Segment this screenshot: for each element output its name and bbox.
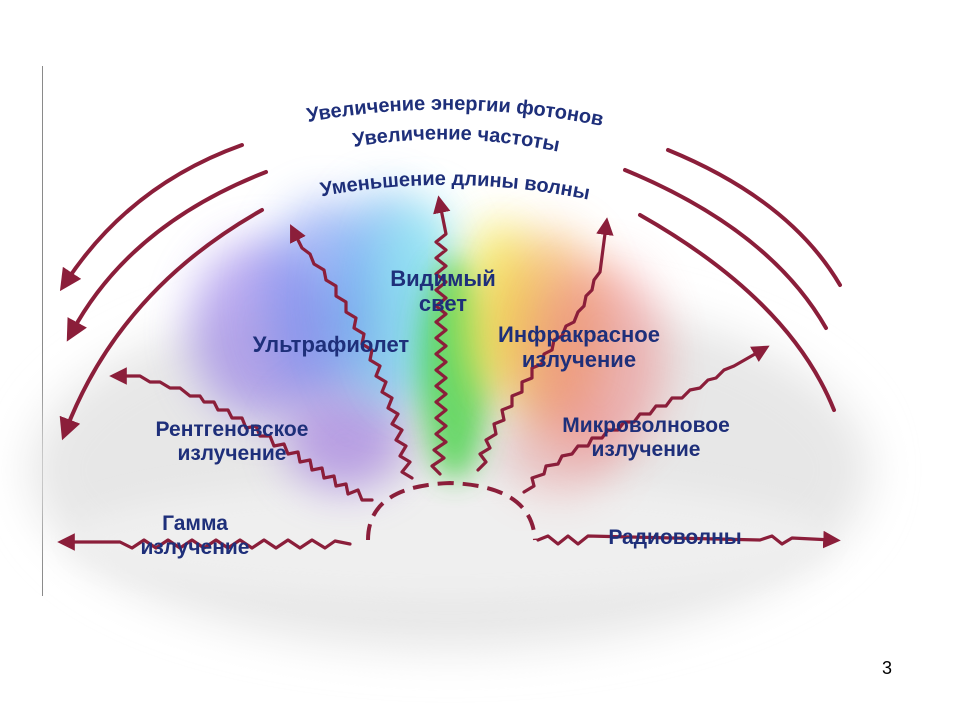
ray-microwave-icon	[522, 345, 770, 494]
spectrum-glow	[190, 190, 665, 495]
left-rule	[42, 66, 43, 596]
arc-arrow-right-3	[638, 213, 836, 412]
arc-label-wavelength: Уменьшение длины волны	[319, 168, 592, 205]
label-infrared-line1: Инфракрасное	[498, 322, 660, 347]
label-radio: Радиоволны	[582, 526, 768, 550]
ray-infrared-icon	[476, 217, 614, 472]
arc-arrow-left-1	[59, 143, 244, 292]
label-radio-line1: Радиоволны	[608, 526, 742, 549]
label-xray: Рентгеновское излучение	[118, 418, 346, 466]
label-microwave: Микроволновое излучение	[520, 414, 772, 462]
ray-uv-icon	[290, 224, 414, 480]
arc-arrow-left-2	[66, 170, 268, 342]
ray-visible-icon	[430, 195, 451, 476]
label-infrared: Инфракрасное излучение	[462, 322, 696, 373]
label-uv: Ультрафиолет	[226, 332, 436, 357]
label-microwave-line1: Микроволновое	[562, 414, 730, 437]
label-microwave-line2: излучение	[591, 438, 701, 462]
arc-arrow-right-1	[666, 148, 842, 287]
source-dome	[366, 480, 537, 541]
label-gamma: Гамма излучение	[130, 512, 260, 560]
label-visible-line1: Видимый	[390, 266, 496, 291]
page-number: 3	[882, 658, 893, 678]
label-xray-line2: излучение	[177, 442, 287, 466]
arc-arrow-left-3	[59, 208, 264, 441]
label-visible-line2: свет	[418, 291, 468, 317]
arc-arrow-right-2	[623, 168, 828, 330]
ray-arrows	[57, 195, 841, 551]
arc-label-frequency: Увеличение частоты	[351, 122, 561, 156]
label-xray-line1: Рентгеновское	[155, 418, 309, 441]
label-visible: Видимый свет	[368, 266, 518, 317]
ray-gamma-icon	[57, 533, 352, 551]
label-infrared-line2: излучение	[521, 347, 637, 373]
label-gamma-line2: излучение	[140, 536, 250, 560]
ray-radio-icon	[536, 530, 841, 549]
label-gamma-line1: Гамма	[162, 512, 228, 535]
outer-arrows	[59, 143, 842, 441]
ray-xray-icon	[109, 367, 374, 502]
arc-labels: Увеличение энергии фотонов Увеличение ча…	[305, 93, 605, 205]
label-uv-line1: Ультрафиолет	[252, 332, 410, 357]
